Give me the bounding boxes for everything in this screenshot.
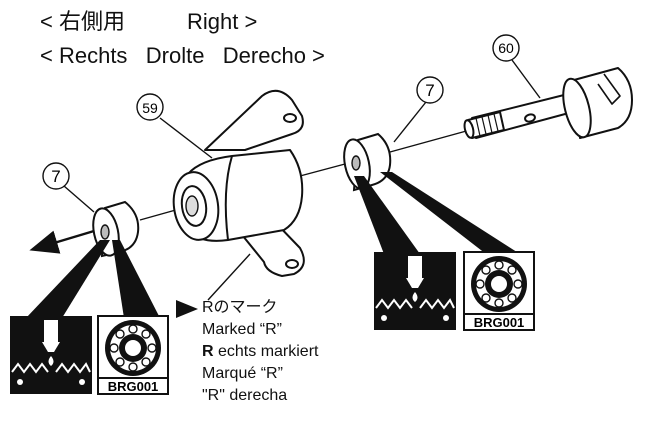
right-grease-icon: [374, 252, 456, 330]
left-grease-icon: [10, 316, 92, 394]
part-number-7-left-text: 7: [51, 167, 60, 186]
part-number-7-right: 7: [416, 76, 444, 104]
marking-fr: Marqué “R”: [202, 365, 283, 382]
header-right-jp: < 右側用: [40, 9, 125, 34]
part-number-59: 59: [136, 93, 164, 121]
part-number-7-right-text: 7: [425, 81, 434, 100]
marking-de-rest: echts markiert: [213, 343, 319, 360]
marking-en: Marked “R”: [202, 321, 283, 338]
axle-part: [463, 67, 633, 139]
left-ball-bearing-icon: BRG001: [97, 315, 169, 395]
header-line-2: < Rechts Drolte Derecho >: [40, 43, 325, 68]
marking-jp: Rのマーク: [202, 299, 278, 316]
part-leaders: [63, 59, 541, 301]
part-number-59-text: 59: [142, 100, 158, 116]
marking-es: "R" derecha: [202, 387, 288, 404]
right-bearing-code: BRG001: [474, 315, 525, 330]
header-line-1: < 右側用 Right >: [40, 10, 257, 34]
left-callout-wedges: [26, 240, 160, 318]
part-number-7-left: 7: [42, 162, 70, 190]
header-right-en: Right >: [186, 9, 258, 34]
right-callout-wedges: [354, 172, 520, 254]
marking-pointer-icon: [176, 300, 198, 318]
part-number-60-text: 60: [498, 40, 514, 56]
left-bearing-code: BRG001: [108, 379, 159, 394]
part-number-60: 60: [492, 34, 520, 62]
right-ball-bearing-icon: BRG001: [463, 251, 535, 331]
marking-de: R echts markiert: [202, 342, 318, 362]
marking-de-bold: R: [202, 343, 214, 360]
insertion-arrow: [29, 226, 105, 254]
upright-part: [172, 89, 305, 277]
